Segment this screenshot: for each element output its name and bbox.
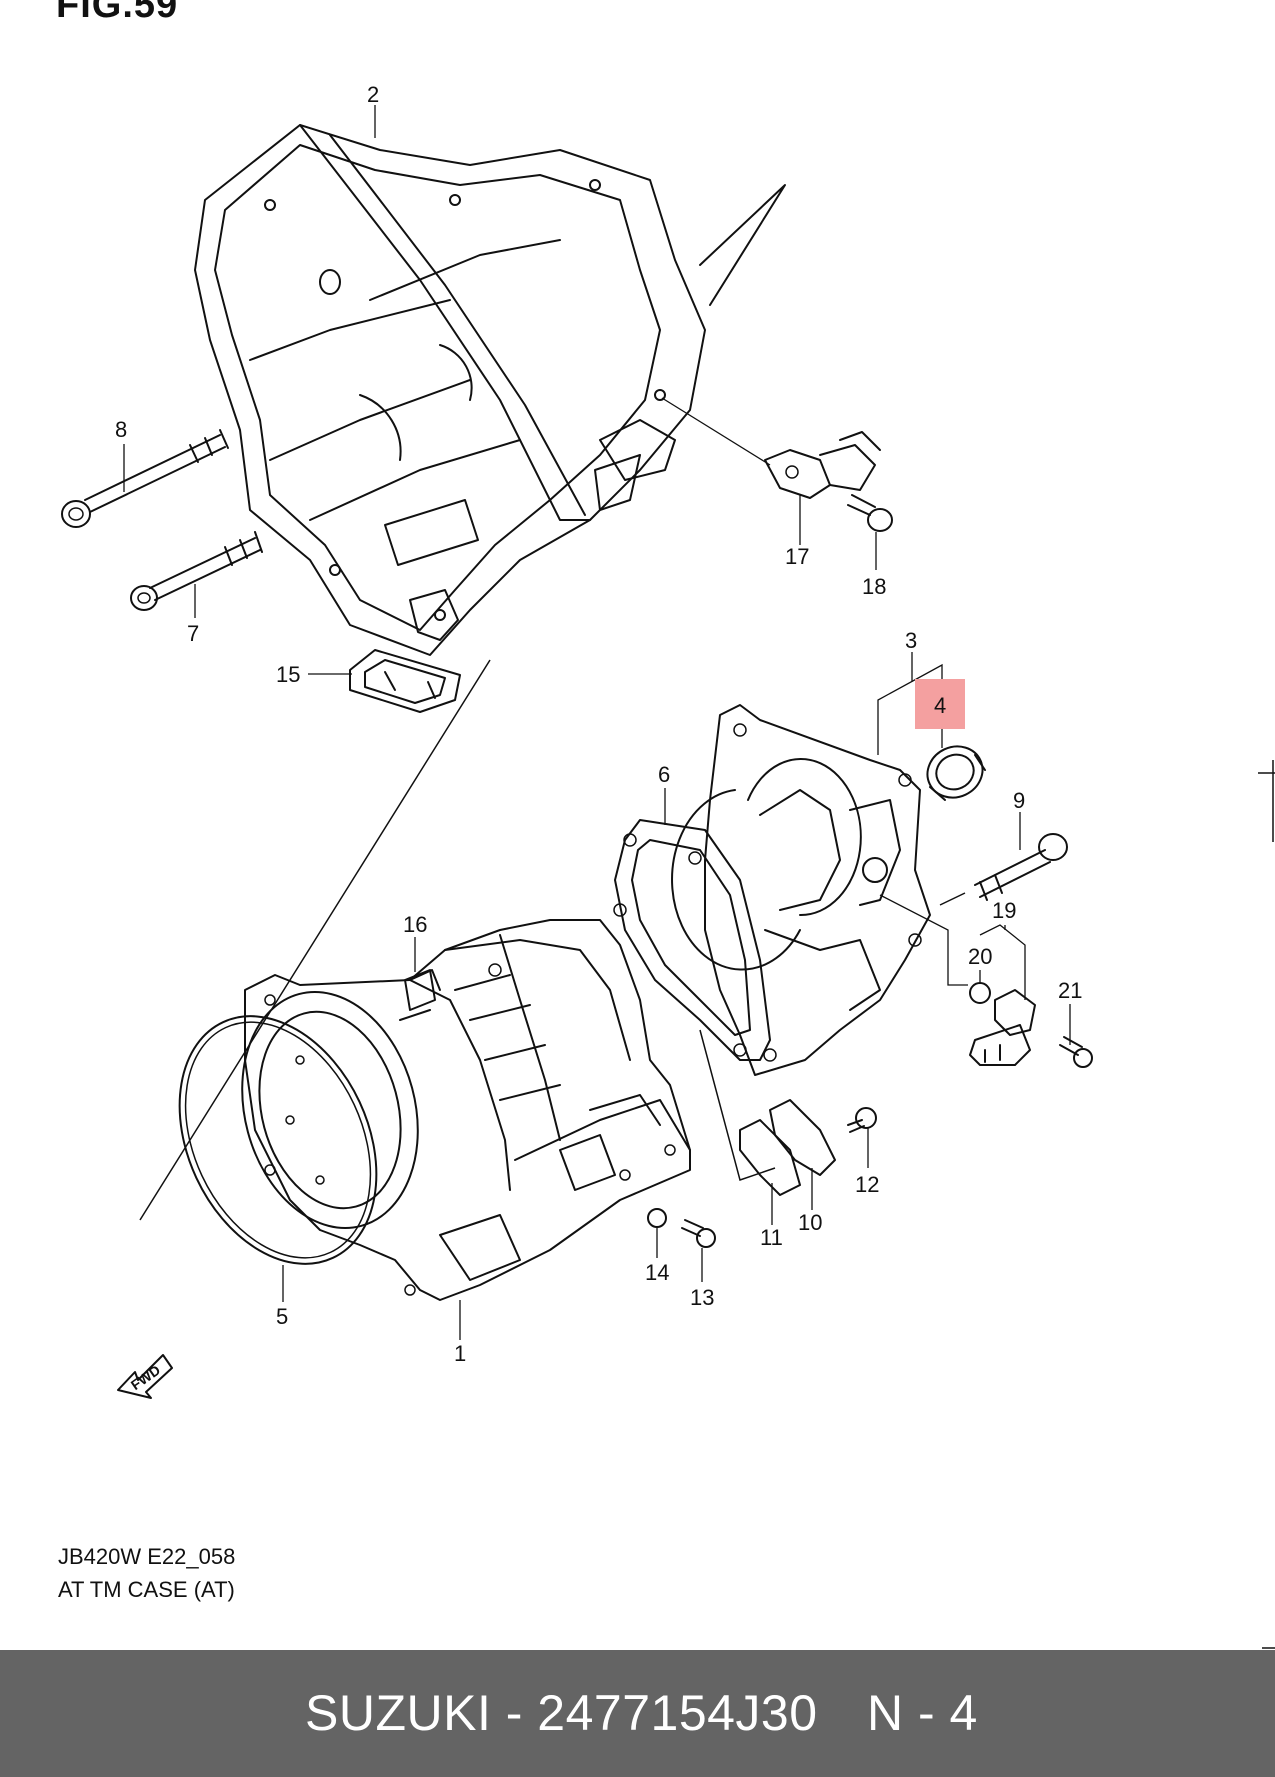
callout-6: 6 xyxy=(658,762,670,787)
part-16-breather xyxy=(399,969,441,1021)
part-4-highlight xyxy=(915,679,965,729)
part-14-washer xyxy=(647,1208,667,1228)
exploded-parts-diagram: FWD 2 8 7 15 17 18 3 4 6 9 19 20 21 16 1… xyxy=(61,82,1275,1649)
callout-4: 4 xyxy=(934,693,946,718)
part-19-speed-sensor xyxy=(969,989,1036,1066)
callout-21: 21 xyxy=(1058,978,1082,1003)
callout-1: 1 xyxy=(454,1341,466,1366)
part-7-bolt xyxy=(130,531,263,611)
callout-17: 17 xyxy=(785,544,809,569)
callout-numbers: 2 8 7 15 17 18 3 4 6 9 19 20 21 16 12 11… xyxy=(115,82,1082,1366)
callout-5: 5 xyxy=(276,1304,288,1329)
footer-bar: SUZUKI - 2477154J30 N - 4 xyxy=(0,1650,1275,1777)
callout-18: 18 xyxy=(862,574,886,599)
callout-16: 16 xyxy=(403,912,427,937)
callout-9: 9 xyxy=(1013,788,1025,813)
callout-3: 3 xyxy=(905,628,917,653)
part-5-o-ring xyxy=(178,1015,378,1265)
part-3-extension-case xyxy=(671,704,931,1076)
callout-14: 14 xyxy=(645,1260,669,1285)
part-12-bolt xyxy=(847,1107,877,1133)
part-15-bracket xyxy=(349,649,461,713)
fwd-direction-arrow: FWD xyxy=(117,1354,173,1399)
part-17-sensor xyxy=(764,431,881,499)
callout-11: 11 xyxy=(760,1225,783,1250)
footer-position: N - 4 xyxy=(867,1685,978,1741)
part-10-plate xyxy=(769,1099,836,1176)
callout-7: 7 xyxy=(187,621,199,646)
part-11-plate xyxy=(739,1119,801,1196)
part-18-bolt xyxy=(847,494,893,532)
callout-8: 8 xyxy=(115,417,127,442)
callout-19: 19 xyxy=(992,898,1016,923)
part-2-converter-housing xyxy=(194,124,786,656)
fwd-label: FWD xyxy=(128,1362,163,1393)
part-21-bolt xyxy=(1059,1036,1093,1068)
model-code: JB420W E22_058 xyxy=(58,1544,236,1569)
callout-10: 10 xyxy=(798,1210,822,1235)
part-4-oil-seal xyxy=(926,745,986,801)
part-8-bolt xyxy=(61,429,229,528)
callout-15: 15 xyxy=(276,662,300,687)
part-9-bolt xyxy=(974,833,1068,901)
callout-12: 12 xyxy=(855,1172,879,1197)
footer-part-info: SUZUKI - 2477154J30 xyxy=(305,1685,818,1741)
callout-2: 2 xyxy=(367,82,379,107)
part-6-gasket xyxy=(613,819,771,1061)
callout-13: 13 xyxy=(690,1285,714,1310)
figure-title: FIG.59 xyxy=(56,0,179,26)
part-13-bolt xyxy=(681,1219,716,1248)
part-20-o-ring xyxy=(969,982,991,1004)
figure-caption: AT TM CASE (AT) xyxy=(58,1577,235,1602)
callout-20: 20 xyxy=(968,944,992,969)
part-1-transmission-case xyxy=(241,919,691,1301)
